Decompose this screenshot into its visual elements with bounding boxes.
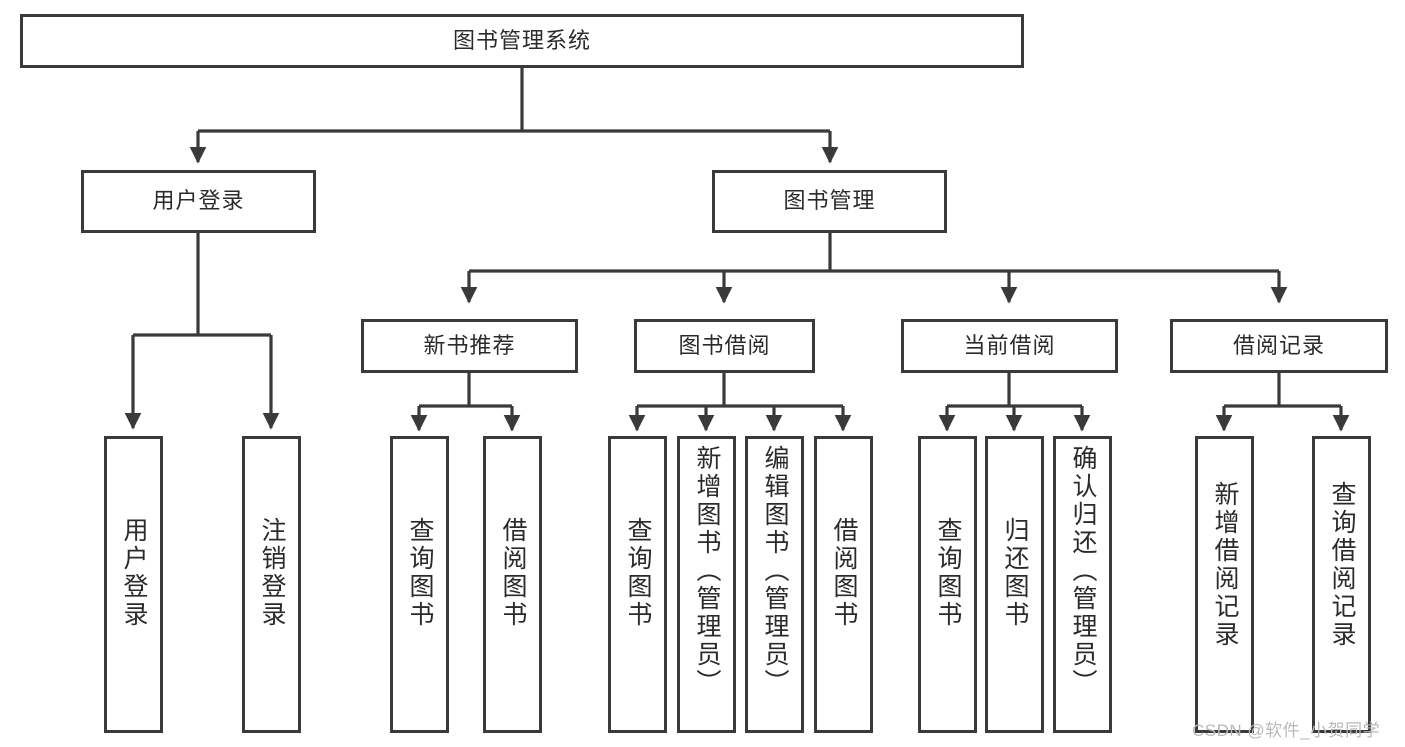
node-label: 图书管理 (783, 188, 876, 214)
node-label: 图书借阅 (678, 332, 771, 358)
node-label: 用户登录 (152, 188, 245, 214)
node-label: 借阅记录 (1232, 332, 1325, 358)
node-label: 用户登录 (120, 517, 148, 629)
node-leaf-borrow-book-recommend[interactable]: 借阅图书 (483, 436, 542, 733)
node-leaf-confirm-return[interactable]: 确认归还（管理员） (1053, 436, 1112, 733)
node-label: 查询图书 (624, 517, 652, 629)
node-label: 图书管理系统 (452, 27, 591, 53)
node-leaf-query-book-borrow[interactable]: 查询图书 (608, 436, 667, 733)
node-borrow-record[interactable]: 借阅记录 (1170, 319, 1388, 373)
node-book-manage[interactable]: 图书管理 (712, 170, 947, 233)
node-leaf-edit-book[interactable]: 编辑图书（管理员） (745, 436, 804, 733)
csdn-watermark: CSDN @软件_小贺同学 (1192, 721, 1381, 740)
node-root-book-management-system[interactable]: 图书管理系统 (20, 14, 1024, 68)
node-book-borrow[interactable]: 图书借阅 (634, 319, 815, 373)
node-label: 归还图书 (1001, 517, 1029, 629)
node-current-borrow[interactable]: 当前借阅 (901, 319, 1118, 373)
node-label: 当前借阅 (963, 332, 1056, 358)
node-leaf-add-book[interactable]: 新增图书（管理员） (677, 436, 736, 733)
node-label: 查询图书 (934, 517, 962, 629)
node-label: 新增图书（管理员） (693, 445, 721, 697)
node-label: 借阅图书 (499, 517, 527, 629)
node-leaf-logout-login[interactable]: 注销登录 (242, 436, 301, 733)
node-label: 确认归还（管理员） (1069, 445, 1097, 697)
node-user-login[interactable]: 用户登录 (81, 170, 316, 233)
node-new-book-recommend[interactable]: 新书推荐 (361, 319, 578, 373)
node-label: 新书推荐 (423, 332, 516, 358)
node-leaf-query-borrow-record[interactable]: 查询借阅记录 (1312, 436, 1371, 733)
node-leaf-borrow-book[interactable]: 借阅图书 (814, 436, 873, 733)
node-leaf-query-book-current[interactable]: 查询图书 (918, 436, 977, 733)
node-label: 查询图书 (406, 517, 434, 629)
node-label: 注销登录 (258, 517, 286, 629)
node-leaf-query-book-recommend[interactable]: 查询图书 (390, 436, 449, 733)
node-leaf-add-borrow-record[interactable]: 新增借阅记录 (1195, 436, 1254, 733)
node-label: 借阅图书 (830, 517, 858, 629)
node-leaf-return-book[interactable]: 归还图书 (985, 436, 1044, 733)
node-label: 编辑图书（管理员） (761, 445, 789, 697)
node-leaf-user-login[interactable]: 用户登录 (104, 436, 163, 733)
node-label: 新增借阅记录 (1211, 481, 1239, 649)
node-label: 查询借阅记录 (1328, 481, 1356, 649)
